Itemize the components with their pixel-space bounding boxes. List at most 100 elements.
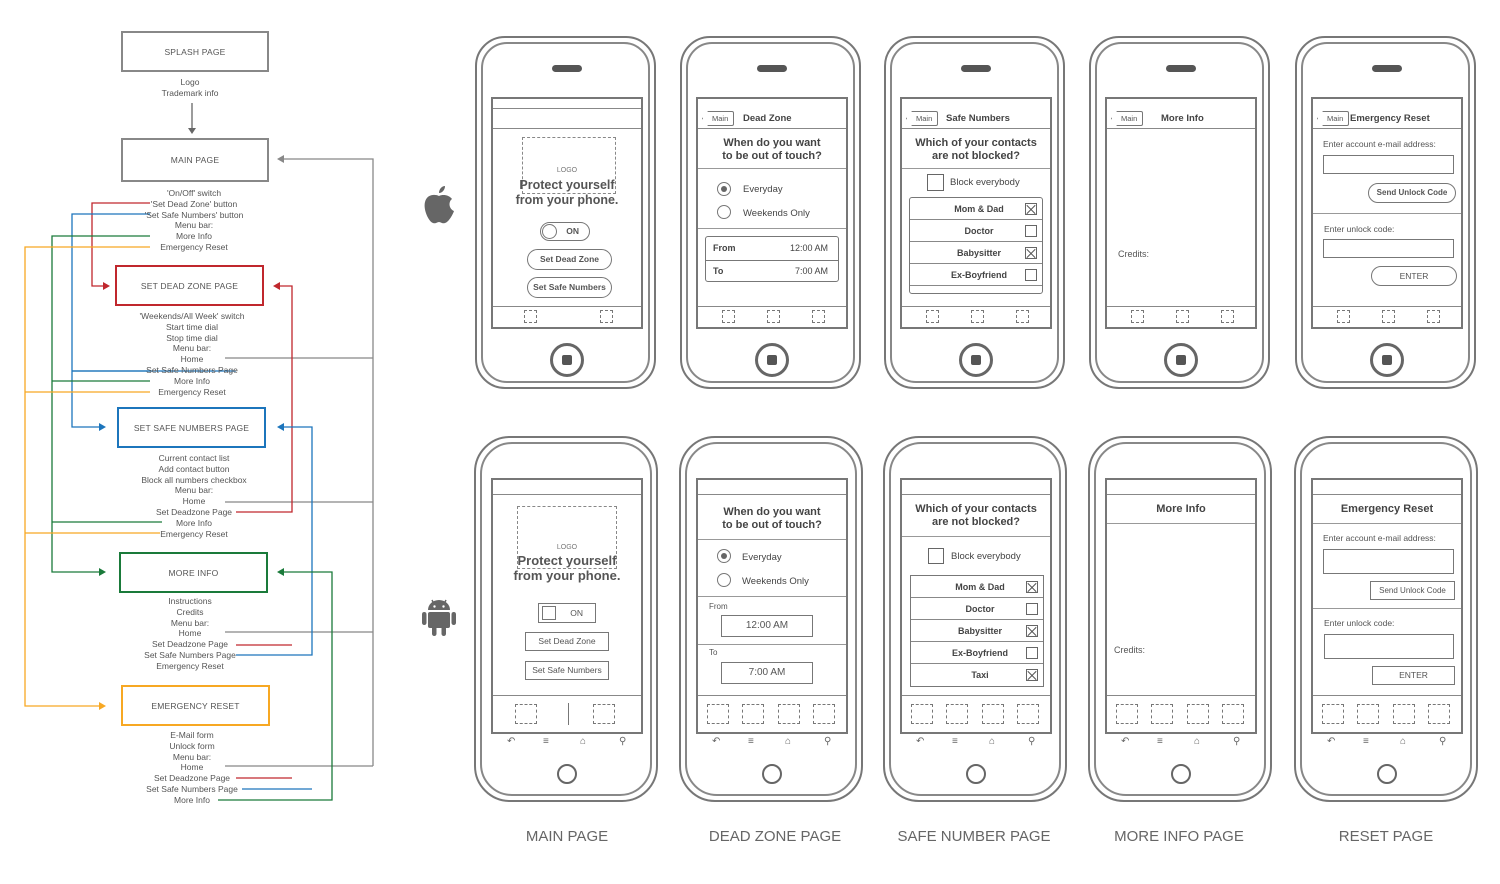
menu-key-icon[interactable]: ≡ xyxy=(748,736,754,747)
home-button[interactable] xyxy=(550,343,584,377)
tab-icon[interactable] xyxy=(767,310,780,323)
home-tab-icon[interactable] xyxy=(722,310,735,323)
menu-key-icon[interactable]: ≡ xyxy=(1157,736,1163,747)
set-safe-numbers-button[interactable]: Set Safe Numbers xyxy=(525,661,609,680)
menu-key-icon[interactable]: ≡ xyxy=(543,736,549,747)
menu-key-icon[interactable]: ≡ xyxy=(952,736,958,747)
send-unlock-code-button[interactable]: Send Unlock Code xyxy=(1368,183,1456,203)
set-safe-numbers-button[interactable]: Set Safe Numbers xyxy=(527,277,612,298)
weekends-radio[interactable] xyxy=(717,573,731,587)
tab-icon[interactable] xyxy=(1222,704,1244,724)
home-key-icon[interactable]: ⌂ xyxy=(1400,736,1407,747)
back-button[interactable]: Main xyxy=(1111,111,1144,126)
contact-checkbox[interactable] xyxy=(1025,247,1037,259)
tab-icon[interactable] xyxy=(1221,310,1234,323)
search-key-icon[interactable]: ⚲ xyxy=(1028,736,1036,747)
to-row[interactable]: To 7:00 AM xyxy=(706,260,838,282)
trackball[interactable] xyxy=(762,764,782,784)
back-button[interactable]: Main xyxy=(906,111,939,126)
back-key-icon[interactable]: ↶ xyxy=(712,736,721,747)
trackball[interactable] xyxy=(1377,764,1397,784)
send-unlock-code-button[interactable]: Send Unlock Code xyxy=(1370,581,1455,600)
home-tab-icon[interactable] xyxy=(1337,310,1350,323)
back-key-icon[interactable]: ↶ xyxy=(507,736,516,747)
enter-button[interactable]: ENTER xyxy=(1372,666,1455,685)
on-off-switch[interactable]: ON xyxy=(538,603,596,623)
contact-checkbox[interactable] xyxy=(1026,647,1038,659)
home-key-icon[interactable]: ⌂ xyxy=(989,736,996,747)
back-button[interactable]: Main xyxy=(702,111,735,126)
tab-icon[interactable] xyxy=(1357,704,1379,724)
enter-button[interactable]: ENTER xyxy=(1371,266,1457,286)
weekends-radio[interactable] xyxy=(717,205,731,219)
home-button[interactable] xyxy=(1370,343,1404,377)
contact-row[interactable]: Doctor xyxy=(910,220,1042,242)
tab-icon[interactable] xyxy=(971,310,984,323)
contact-row[interactable]: Babysitter xyxy=(911,620,1043,642)
email-input[interactable] xyxy=(1323,155,1454,174)
menu-tab-icon[interactable] xyxy=(593,704,615,724)
contact-checkbox[interactable] xyxy=(1026,669,1038,681)
back-key-icon[interactable]: ↶ xyxy=(1121,736,1130,747)
tab-icon[interactable] xyxy=(1116,704,1138,724)
home-tab-icon[interactable] xyxy=(926,310,939,323)
set-dead-zone-button[interactable]: Set Dead Zone xyxy=(527,249,612,270)
contact-row[interactable]: Doctor xyxy=(911,598,1043,620)
everyday-radio[interactable] xyxy=(717,182,731,196)
email-input[interactable] xyxy=(1323,549,1454,574)
unlock-code-input[interactable] xyxy=(1324,634,1454,659)
home-key-icon[interactable]: ⌂ xyxy=(580,736,587,747)
from-time-field[interactable]: 12:00 AM xyxy=(721,615,813,637)
contact-row[interactable]: Ex-Boyfriend xyxy=(910,264,1042,286)
trackball[interactable] xyxy=(966,764,986,784)
contact-row[interactable]: Taxi xyxy=(911,664,1043,686)
tab-icon[interactable] xyxy=(1017,704,1039,724)
back-button[interactable]: Main xyxy=(1317,111,1350,126)
contact-checkbox[interactable] xyxy=(1025,269,1037,281)
contact-row[interactable]: Babysitter xyxy=(910,242,1042,264)
tab-icon[interactable] xyxy=(1393,704,1415,724)
contact-row[interactable]: Ex-Boyfriend xyxy=(911,642,1043,664)
search-key-icon[interactable]: ⚲ xyxy=(619,736,627,747)
tab-icon[interactable] xyxy=(813,704,835,724)
tab-icon[interactable] xyxy=(1428,704,1450,724)
search-key-icon[interactable]: ⚲ xyxy=(824,736,832,747)
tab-icon[interactable] xyxy=(1151,704,1173,724)
search-key-icon[interactable]: ⚲ xyxy=(1439,736,1447,747)
contact-checkbox[interactable] xyxy=(1026,581,1038,593)
back-key-icon[interactable]: ↶ xyxy=(916,736,925,747)
tab-icon[interactable] xyxy=(911,704,933,724)
contact-row[interactable]: Mom & Dad xyxy=(910,198,1042,220)
on-off-switch[interactable]: ON xyxy=(540,222,590,241)
search-key-icon[interactable]: ⚲ xyxy=(1233,736,1241,747)
home-button[interactable] xyxy=(1164,343,1198,377)
contact-checkbox[interactable] xyxy=(1026,625,1038,637)
trackball[interactable] xyxy=(1171,764,1191,784)
home-tab-icon[interactable] xyxy=(1131,310,1144,323)
contact-checkbox[interactable] xyxy=(1025,225,1037,237)
tab-icon[interactable] xyxy=(946,704,968,724)
home-key-icon[interactable]: ⌂ xyxy=(1194,736,1201,747)
home-button[interactable] xyxy=(755,343,789,377)
tab-icon[interactable] xyxy=(1427,310,1440,323)
everyday-radio[interactable] xyxy=(717,549,731,563)
set-dead-zone-button[interactable]: Set Dead Zone xyxy=(525,632,609,651)
back-key-icon[interactable]: ↶ xyxy=(1327,736,1336,747)
tab-icon[interactable] xyxy=(1176,310,1189,323)
home-tab-icon[interactable] xyxy=(524,310,537,323)
tab-icon[interactable] xyxy=(778,704,800,724)
home-key-icon[interactable]: ⌂ xyxy=(785,736,792,747)
trackball[interactable] xyxy=(557,764,577,784)
contact-checkbox[interactable] xyxy=(1026,603,1038,615)
tab-icon[interactable] xyxy=(1187,704,1209,724)
to-time-field[interactable]: 7:00 AM xyxy=(721,662,813,684)
tab-icon[interactable] xyxy=(1016,310,1029,323)
from-row[interactable]: From 12:00 AM xyxy=(706,237,838,261)
home-tab-icon[interactable] xyxy=(515,704,537,724)
tab-icon[interactable] xyxy=(982,704,1004,724)
tab-icon[interactable] xyxy=(707,704,729,724)
tab-icon[interactable] xyxy=(1322,704,1344,724)
unlock-code-input[interactable] xyxy=(1323,239,1454,258)
tab-icon[interactable] xyxy=(1382,310,1395,323)
tab-icon[interactable] xyxy=(812,310,825,323)
